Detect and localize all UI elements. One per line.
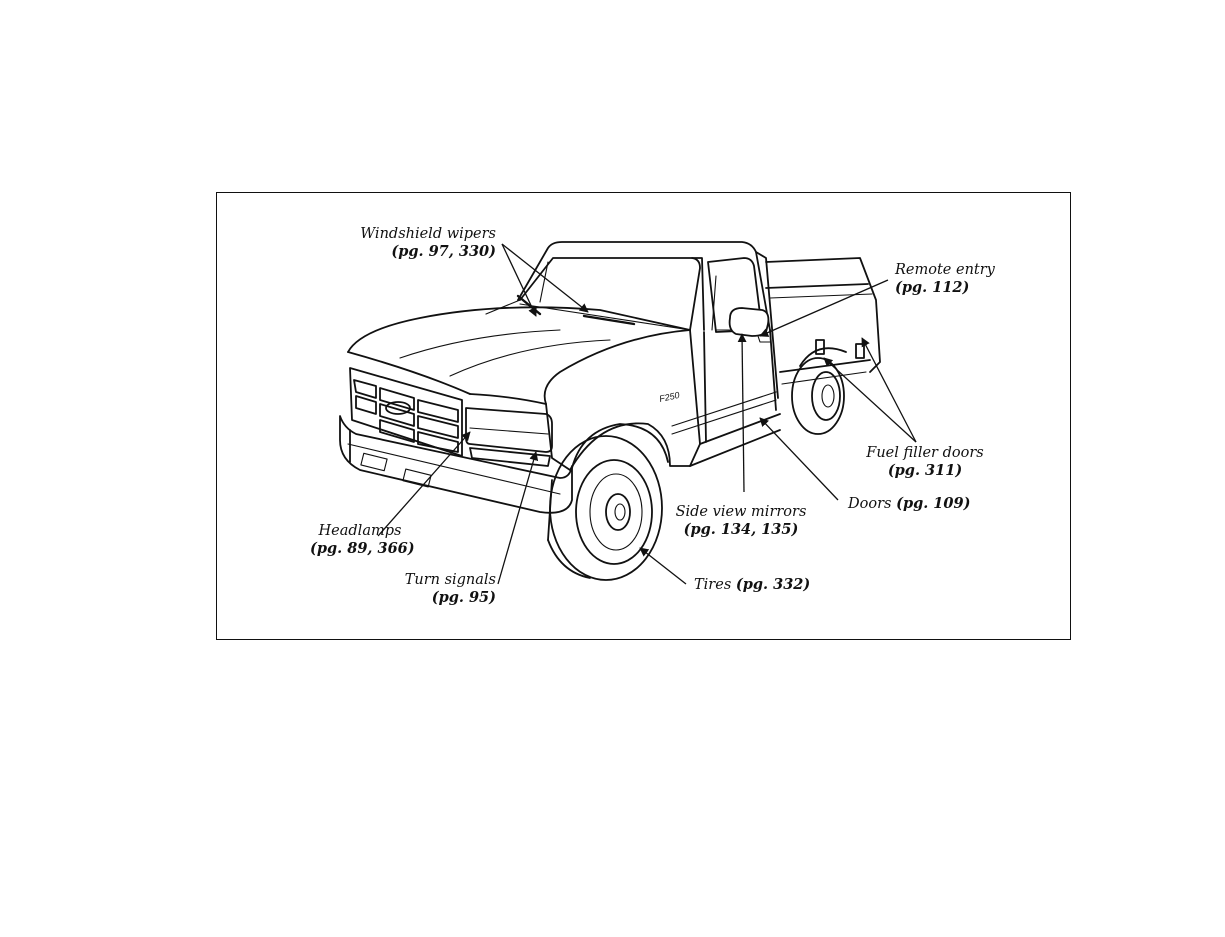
- leader-fuel-b: [862, 338, 916, 442]
- callout-tires-page: (pg. 332): [736, 576, 810, 593]
- callout-doors-name: Doors: [848, 496, 896, 512]
- callout-tires-name: Tires: [694, 577, 736, 593]
- callout-windshield-wipers-page: (pg. 97, 330): [356, 243, 496, 261]
- callout-side-view-mirrors: Side view mirrors (pg. 134, 135): [672, 503, 810, 539]
- callout-fuel-filler-doors-page: (pg. 311): [860, 462, 990, 480]
- fuel-door-rear: [856, 344, 864, 358]
- leader-turn-signals: [498, 452, 536, 584]
- callout-windshield-wipers: Windshield wipers (pg. 97, 330): [356, 225, 496, 261]
- callout-fuel-filler-doors-name: Fuel filler doors: [866, 445, 983, 461]
- callout-headlamps-name: Headlamps: [319, 523, 402, 539]
- fuel-door-front: [816, 340, 824, 354]
- fender-badge: F250: [658, 390, 680, 404]
- callout-doors-page: (pg. 109): [896, 495, 970, 512]
- headlamp: [466, 408, 552, 452]
- callout-turn-signals: Turn signals (pg. 95): [396, 571, 496, 607]
- callout-windshield-wipers-name: Windshield wipers: [360, 226, 496, 242]
- hood: [348, 307, 690, 352]
- callout-headlamps: Headlamps (pg. 89, 366): [310, 522, 410, 558]
- callout-side-view-mirrors-name: Side view mirrors: [676, 504, 807, 520]
- callout-remote-entry-page: (pg. 112): [895, 279, 1005, 297]
- side-mirror: [730, 308, 769, 336]
- callout-side-view-mirrors-page: (pg. 134, 135): [672, 521, 810, 539]
- callout-remote-entry: Remote entry (pg. 112): [895, 261, 1005, 297]
- callout-turn-signals-page: (pg. 95): [396, 589, 496, 607]
- callout-remote-entry-name: Remote entry: [895, 262, 995, 278]
- callout-headlamps-page: (pg. 89, 366): [310, 540, 410, 558]
- leader-remote-entry: [760, 280, 888, 336]
- callout-turn-signals-name: Turn signals: [405, 572, 496, 588]
- leader-tires: [640, 548, 686, 584]
- callout-doors: Doors (pg. 109): [848, 495, 978, 513]
- leader-doors: [760, 418, 838, 500]
- leader-fuel-a: [824, 358, 916, 442]
- callout-tires: Tires (pg. 332): [694, 576, 814, 594]
- callout-fuel-filler-doors: Fuel filler doors (pg. 311): [860, 444, 990, 480]
- leader-headlamps: [378, 432, 470, 536]
- leader-mirrors: [742, 334, 744, 492]
